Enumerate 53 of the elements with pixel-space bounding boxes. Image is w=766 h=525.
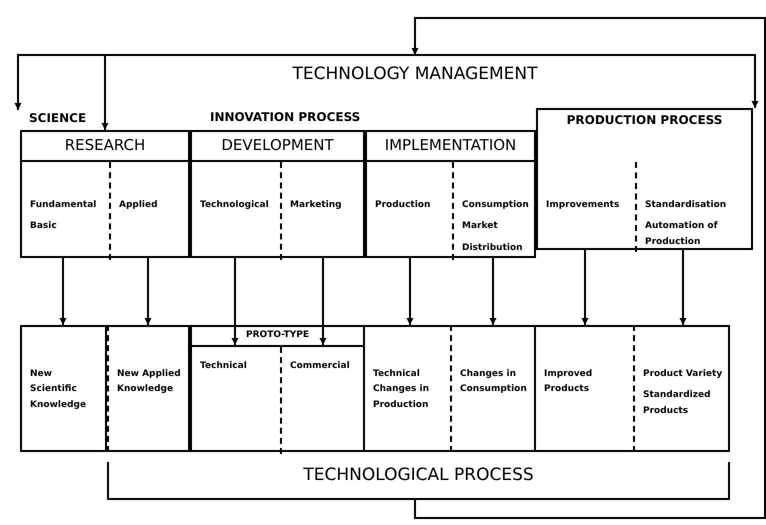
heading-text: SCIENCE <box>15 110 105 127</box>
cell-text: New Scientific Knowledge <box>30 368 88 412</box>
arrow <box>232 258 238 345</box>
table-cell <box>20 325 107 452</box>
cell-text: Improvements <box>546 199 620 212</box>
cell-text: Applied <box>119 199 159 212</box>
cell-text: Basic <box>30 220 58 234</box>
cell-text: Changes in Consumption <box>460 368 528 396</box>
cell-text: Technical Changes in Production <box>373 368 430 412</box>
cell-text: Consumption <box>462 199 530 212</box>
cell-text: Technical <box>200 360 248 373</box>
heading-text: TECHNOLOGY MANAGEMENT <box>150 55 680 93</box>
cell-text: Automation of Production <box>645 220 719 249</box>
column-heading: DEVELOPMENT <box>192 132 363 162</box>
heading-text: INNOVATION PROCESS <box>210 110 360 124</box>
cell-text: Production <box>375 199 432 212</box>
column-box <box>190 130 365 258</box>
arrow <box>144 258 152 325</box>
arrow <box>406 258 414 325</box>
cell-text: Fundamental <box>30 199 98 212</box>
table-cell <box>536 325 633 452</box>
arrow <box>415 54 758 108</box>
column-heading: PROTO-TYPE <box>192 327 363 347</box>
column-box <box>20 130 190 258</box>
cell-text: Product Variety <box>643 368 724 381</box>
cell-text: Market <box>462 220 499 234</box>
arrow <box>60 258 66 325</box>
cell-text: Standardized Products <box>643 389 712 418</box>
column-heading: PRODUCTION PROCESS <box>566 112 724 129</box>
arrow <box>680 250 686 325</box>
column-box <box>190 325 365 452</box>
arrow <box>412 17 766 519</box>
column-heading: RESEARCH <box>22 132 188 162</box>
cell-text: Marketing <box>290 199 343 212</box>
column-box <box>365 130 536 258</box>
arrow <box>582 250 588 325</box>
cell-text: New Applied Knowledge <box>117 368 182 396</box>
arrow <box>490 258 496 325</box>
cell-text: Distribution <box>462 242 524 255</box>
table-cell <box>365 325 450 452</box>
cell-text: Standardisation <box>645 199 728 212</box>
arrow <box>102 54 415 130</box>
table-cell <box>633 325 730 452</box>
table-cell <box>450 325 536 452</box>
column-heading: IMPLEMENTATION <box>367 132 534 162</box>
bracket <box>107 462 730 500</box>
cell-text: Improved Products <box>544 368 594 396</box>
heading-text: TECHNOLOGICAL PROCESS <box>303 465 534 485</box>
cell-text: Technological <box>200 199 270 212</box>
table-cell <box>107 325 190 452</box>
column-box <box>536 108 753 250</box>
arrow <box>320 258 326 345</box>
cell-text: Commercial <box>290 360 351 373</box>
